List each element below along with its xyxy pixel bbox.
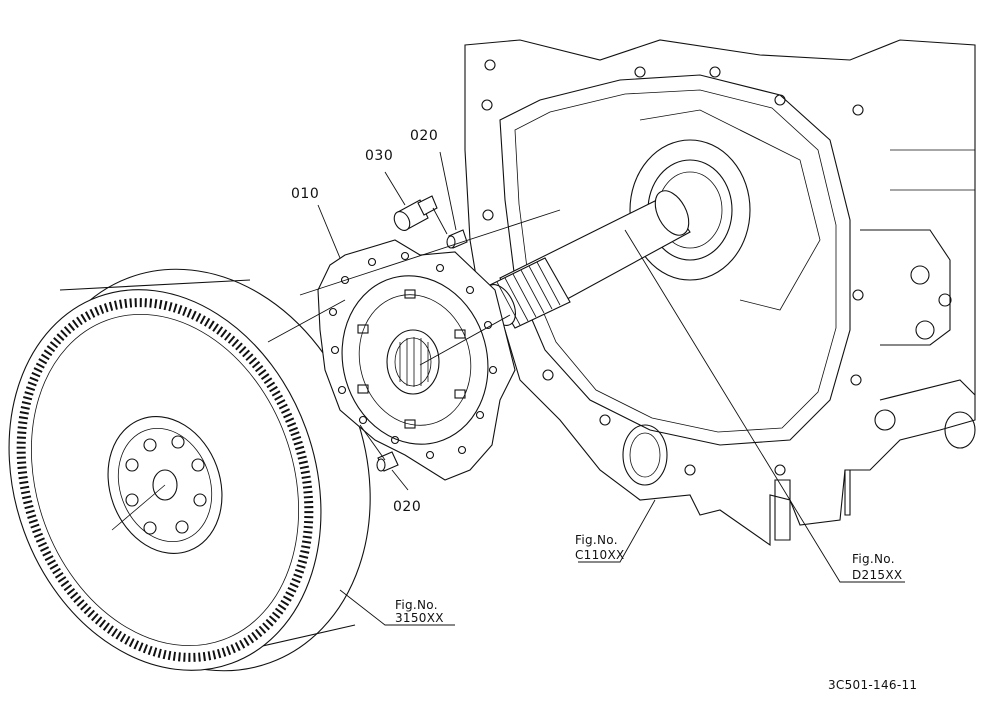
callout-020-bottom: 020: [393, 499, 421, 515]
ref-flywheel-line2: 3150XX: [395, 611, 444, 625]
ref-shaft-line1: Fig.No.: [852, 552, 895, 566]
input-shaft: [484, 190, 691, 329]
pin-020-bottom: [376, 451, 399, 472]
callout-030: 030: [365, 148, 393, 164]
ref-flywheel-line1: Fig.No.: [395, 598, 438, 612]
clutch-disc: [317, 239, 516, 481]
callout-010: 010: [291, 186, 319, 202]
damper-spring-slots: [357, 289, 466, 429]
pin-020-top: [446, 229, 468, 249]
drawing-id: 3C501-146-11: [828, 678, 917, 692]
flywheel: [8, 268, 371, 672]
flange-bolt-holes: [481, 59, 864, 476]
callout-020-top: 020: [410, 128, 438, 144]
disc-rivet-holes: [328, 251, 498, 460]
bolt-030: [393, 195, 438, 231]
ref-housing-line2: C110XX: [575, 548, 625, 562]
alignment-lines: [267, 207, 561, 461]
flywheel-bolt-holes: [125, 435, 207, 535]
leader-lines: [317, 151, 905, 626]
ref-shaft-line2: D215XX: [852, 568, 902, 582]
ref-housing-line1: Fig.No.: [575, 533, 618, 547]
